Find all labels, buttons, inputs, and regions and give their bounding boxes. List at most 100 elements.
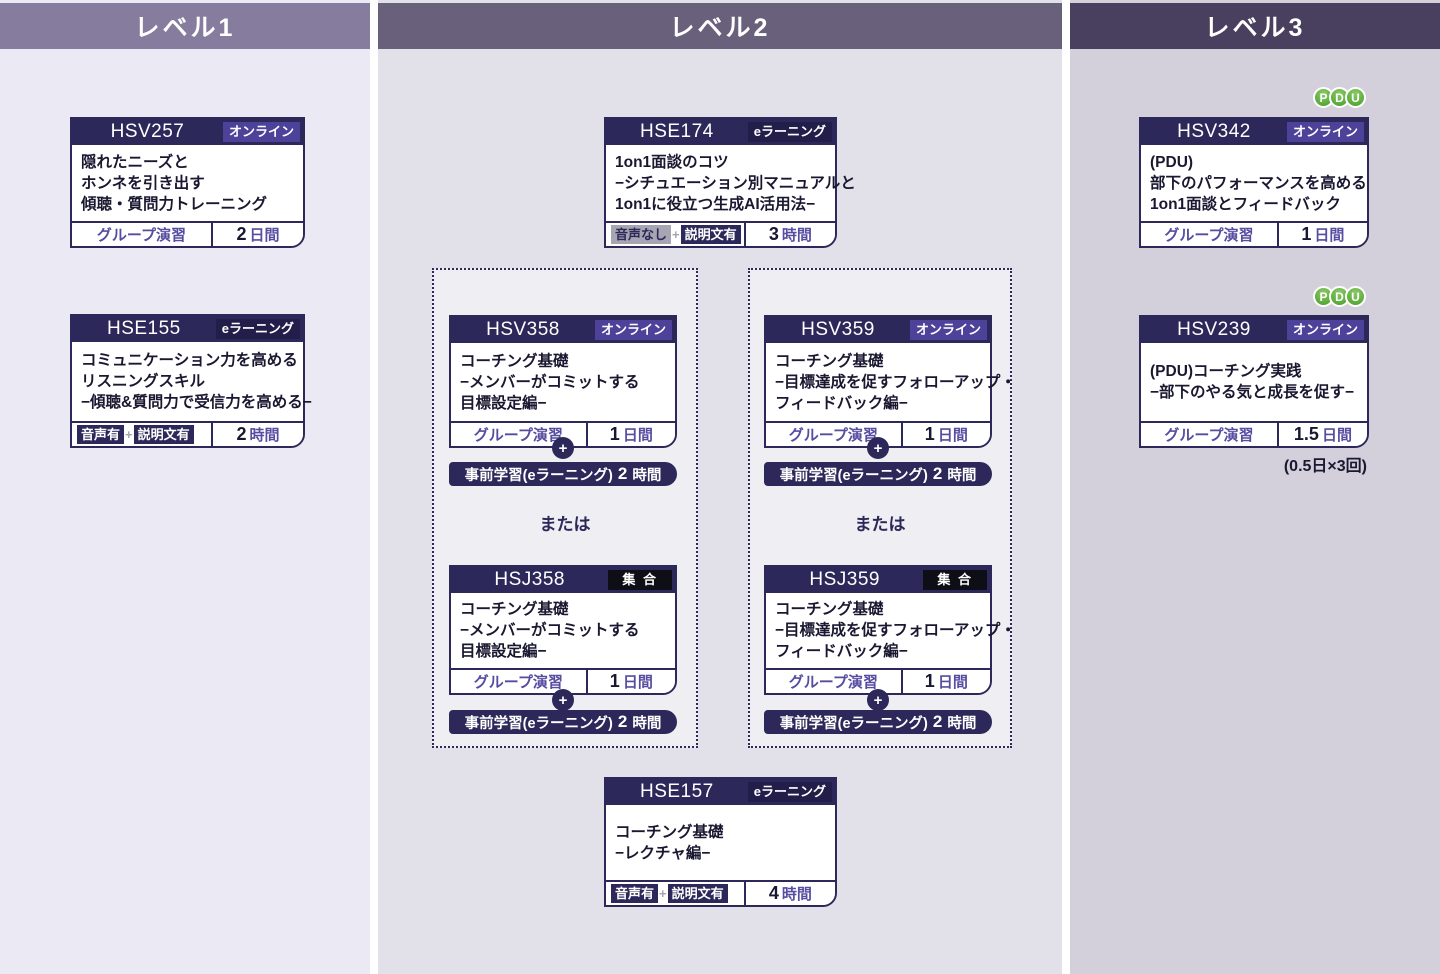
course-card-hsv257[interactable]: HSV257 オンライン 隠れたニーズと ホンネを引き出す 傾聴・質問力トレーニ…	[70, 117, 305, 248]
course-card-hse157[interactable]: HSE157 eラーニング コーチング基礎 −レクチャ編− 音声有 + 説明文有…	[604, 777, 837, 907]
delivery-tag-classroom: 集 合	[608, 569, 672, 591]
course-code: HSV342	[1177, 121, 1251, 142]
footer-media-badges: 音声なし + 説明文有	[606, 223, 746, 246]
pre-study-pill: 事前学習(eラーニング) 2 時間	[449, 710, 677, 734]
title-line: コーチング基礎	[460, 601, 569, 618]
delivery-tag-classroom: 集 合	[923, 569, 987, 591]
course-card-hse174[interactable]: HSE174 eラーニング 1on1面談のコツ −シチュエーション別マニュアルと…	[604, 117, 856, 248]
course-code: HSV239	[1177, 319, 1251, 340]
or-label: または	[539, 515, 591, 534]
title-line: コーチング基礎	[775, 352, 884, 370]
duration-unit: 時間	[781, 886, 812, 903]
course-title: 1on1面談のコツ −シチュエーション別マニュアルと 1on1に役立つ生成AI活…	[606, 145, 856, 221]
course-card-hsv358[interactable]: HSV358 オンライン コーチング基礎 −メンバーがコミットする 目標設定編−…	[449, 315, 677, 448]
footer-duration: 1 日間	[903, 670, 990, 693]
delivery-tag-elearning: eラーニング	[747, 781, 832, 803]
pre-study-label: 事前学習(eラーニング)	[464, 467, 613, 484]
card-header: HSE157 eラーニング	[606, 779, 835, 805]
pdu-letter: U	[1345, 286, 1366, 307]
format-label: グループ演習	[788, 427, 878, 444]
duration-unit: 日間	[1314, 227, 1345, 244]
title-line: −目標達成を促すフォローアップ・	[775, 373, 1016, 391]
pre-study-value: 2	[617, 464, 628, 483]
or-label: または	[854, 515, 906, 534]
pre-study-pill: 事前学習(eラーニング) 2 時間	[764, 462, 992, 486]
course-card-hsj359[interactable]: HSJ359 集 合 コーチング基礎 −目標達成を促すフォローアップ・ フィード…	[764, 565, 1016, 695]
pre-study-label: 事前学習(eラーニング)	[464, 715, 613, 732]
card-footer: グループ演習 1 日間	[766, 668, 990, 693]
title-line: コーチング基礎	[460, 352, 569, 370]
footer-format: グループ演習	[451, 670, 588, 693]
duration-value: 2	[236, 224, 247, 244]
footer-format: グループ演習	[72, 223, 213, 246]
course-code: HSV358	[486, 319, 560, 340]
footer-duration: 3 時間	[746, 223, 835, 246]
title-line: 傾聴・質問力トレーニング	[81, 195, 268, 213]
course-card-hsv239[interactable]: HSV239 オンライン (PDU)コーチング実践 −部下のやる気と成長を促す−…	[1139, 315, 1369, 448]
title-line: −目標達成を促すフォローアップ・	[775, 622, 1016, 639]
course-title: コーチング基礎 −レクチャ編−	[606, 805, 835, 880]
duration-unit: 日間	[937, 674, 968, 691]
course-title: コーチング基礎 −目標達成を促すフォローアップ・ フィードバック編−	[766, 343, 1016, 421]
title-line: フィードバック編−	[775, 643, 908, 660]
footer-duration: 2 時間	[213, 423, 303, 446]
delivery-tag-elearning: eラーニング	[215, 318, 300, 340]
pre-study-label: 事前学習(eラーニング)	[779, 467, 928, 484]
duration-value: 1	[1301, 224, 1312, 244]
course-card-hsj358[interactable]: HSJ358 集 合 コーチング基礎 −メンバーがコミットする 目標設定編− グ…	[449, 565, 677, 695]
course-card-hsv359[interactable]: HSV359 オンライン コーチング基礎 −目標達成を促すフォローアップ・ フィ…	[764, 315, 1016, 448]
pre-study-pill: 事前学習(eラーニング) 2 時間	[449, 462, 677, 486]
duration-unit: 時間	[249, 427, 280, 444]
pre-study-value: 2	[617, 712, 628, 731]
plus-separator-icon: +	[672, 227, 680, 242]
plus-icon: +	[867, 689, 889, 711]
title-line: −部下のやる気と成長を促す−	[1150, 384, 1355, 401]
duration-value: 1	[609, 424, 620, 444]
title-line: 1on1面談のコツ	[615, 153, 729, 171]
footer-duration: 1 日間	[588, 423, 675, 446]
card-header: HSJ358 集 合	[451, 567, 675, 593]
plus-separator-icon: +	[125, 427, 133, 442]
course-title: コミュニケーション力を高める リスニングスキル −傾聴&質問力で受信力を高める−	[72, 342, 312, 421]
card-header: HSV359 オンライン	[766, 317, 990, 343]
level3-header: レベル3	[1070, 3, 1440, 49]
title-line: 1on1に役立つ生成AI活用法−	[615, 195, 816, 213]
course-title: コーチング基礎 −目標達成を促すフォローアップ・ フィードバック編−	[766, 593, 1016, 668]
footer-duration: 2 日間	[213, 223, 303, 246]
card-footer: グループ演習 1 日間	[451, 668, 675, 693]
pre-study-value: 2	[932, 712, 943, 731]
format-label: グループ演習	[788, 674, 878, 691]
footer-duration: 1.5 日間	[1279, 423, 1367, 446]
title-line: −メンバーがコミットする	[460, 622, 640, 639]
course-title: コーチング基礎 −メンバーがコミットする 目標設定編−	[451, 343, 675, 421]
description-badge: 説明文有	[667, 883, 728, 904]
audio-badge: 音声有	[611, 883, 659, 904]
course-code: HSJ359	[809, 569, 880, 590]
course-title: コーチング基礎 −メンバーがコミットする 目標設定編−	[451, 593, 675, 668]
card-footer: グループ演習 1 日間	[766, 421, 990, 446]
duration-unit: 日間	[1321, 427, 1352, 444]
course-card-hse155[interactable]: HSE155 eラーニング コミュニケーション力を高める リスニングスキル −傾…	[70, 314, 312, 448]
card-footer: 音声有 + 説明文有 2 時間	[72, 421, 303, 446]
footer-media-badges: 音声有 + 説明文有	[606, 882, 746, 905]
format-label: グループ演習	[96, 227, 186, 244]
title-line: 目標設定編−	[460, 394, 547, 412]
duration-unit: 時間	[781, 227, 812, 244]
footer-duration: 1 日間	[1279, 223, 1367, 246]
title-line: (PDU)	[1150, 153, 1194, 171]
title-line: −メンバーがコミットする	[460, 373, 640, 391]
delivery-tag-online: オンライン	[1286, 121, 1364, 143]
plus-icon: +	[552, 689, 574, 711]
course-code: HSE174	[639, 121, 714, 142]
course-card-hsv342[interactable]: HSV342 オンライン (PDU) 部下のパフォーマンスを高める 1on1面談…	[1139, 117, 1369, 248]
pre-study-unit: 時間	[947, 467, 977, 484]
pre-study-label: 事前学習(eラーニング)	[779, 715, 928, 732]
card-footer: グループ演習 1.5 日間	[1141, 421, 1367, 446]
level2-header: レベル2	[378, 3, 1062, 49]
level1-header: レベル1	[0, 3, 370, 49]
pre-study-value: 2	[932, 464, 943, 483]
delivery-tag-online: オンライン	[594, 319, 672, 341]
card-header: HSE155 eラーニング	[72, 316, 303, 342]
course-code: HSV359	[801, 319, 875, 340]
footer-format: グループ演習	[766, 423, 903, 446]
